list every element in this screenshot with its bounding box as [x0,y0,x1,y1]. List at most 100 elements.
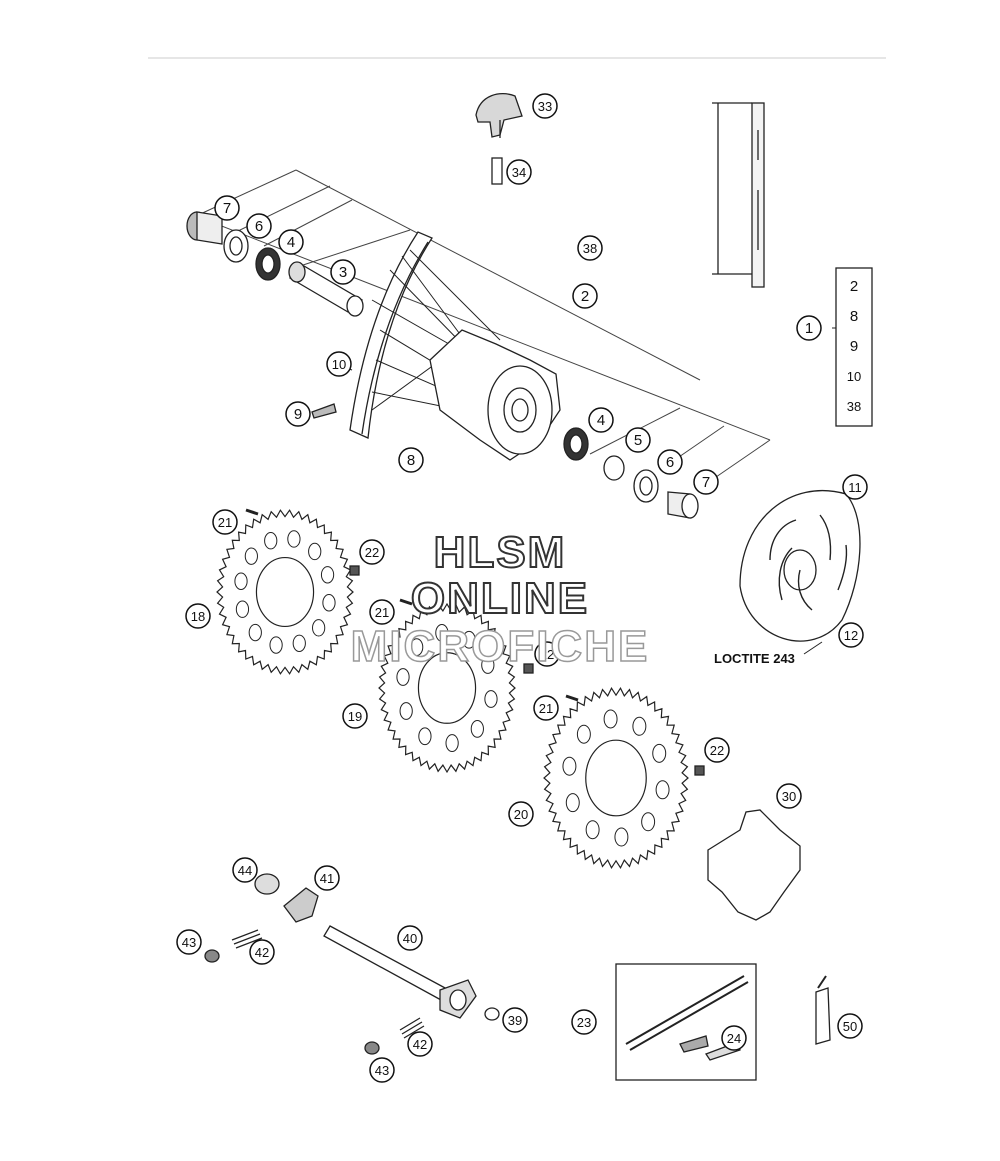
callout-30: 30 [776,783,802,809]
callout-3: 3 [330,259,356,285]
callout-circle [704,737,730,763]
callout-label: 44 [238,863,252,878]
callout-4: 4 [278,229,304,255]
callout-5: 5 [625,427,651,453]
callout-label: 22 [540,647,554,662]
callout-50: 50 [837,1013,863,1039]
sprocket-20 [543,686,689,870]
callout-circle [721,1025,747,1051]
callout-10: 10 [847,369,861,384]
callout-label: 22 [710,743,724,758]
callout-41: 41 [314,865,340,891]
callout-label: 7 [702,474,710,491]
callout-circle [176,929,202,955]
chain-box [615,963,757,1081]
callout-label: 6 [255,218,263,235]
callout-label: 6 [666,454,674,471]
callout-9: 9 [850,338,858,355]
callout-21: 21 [369,599,395,625]
watermark-line1: HLSM [433,527,567,578]
callout-circle [249,939,275,965]
callout-label: 20 [514,807,528,822]
callout-22: 22 [359,539,385,565]
callout-34: 34 [506,159,532,185]
callout-38: 38 [847,399,861,414]
callout-label: 43 [375,1063,389,1078]
callout-38: 38 [577,235,603,261]
callout-33: 33 [532,93,558,119]
callout-24: 24 [721,1025,747,1051]
callout-22: 22 [534,641,560,667]
callout-2: 2 [850,278,858,295]
callout-circle [397,925,423,951]
watermark-line2: ONLINE [410,573,590,624]
callout-43: 43 [369,1057,395,1083]
callout-circle [533,695,559,721]
callout-9: 9 [285,401,311,427]
callout-circle [326,351,352,377]
callout-20: 20 [508,801,534,827]
callout-label: 11 [848,480,862,495]
callout-circle [532,93,558,119]
callout-label: 2 [850,278,858,295]
callout-label: 9 [850,338,858,355]
callout-circle [246,213,272,239]
callout-44: 44 [232,857,258,883]
callout-circle [369,1057,395,1083]
callout-label: 21 [539,701,553,716]
callout-label: 24 [727,1031,741,1046]
callout-circle [838,622,864,648]
kit-bracket [835,267,873,427]
callout-circle [588,407,614,433]
callout-6: 6 [657,449,683,475]
callout-circle [407,1031,433,1057]
callout-label: 30 [782,789,796,804]
callout-circle [693,469,719,495]
callout-label: 43 [182,935,196,950]
callout-label: 9 [294,406,302,423]
callout-7: 7 [693,469,719,495]
callout-label: 19 [348,709,362,724]
sprocket-18 [216,509,354,675]
callout-circle [330,259,356,285]
callout-label: 41 [320,871,334,886]
callout-circle [314,865,340,891]
callout-circle [502,1007,528,1033]
callout-circle [508,801,534,827]
callout-circle [285,401,311,427]
callout-circle [776,783,802,809]
callout-circle [369,599,395,625]
callout-22: 22 [704,737,730,763]
callout-label: 18 [191,609,205,624]
axle-dimension-drawing [712,102,765,288]
callout-circle [185,603,211,629]
callout-21: 21 [533,695,559,721]
callout-circle [232,857,258,883]
callout-7: 7 [214,195,240,221]
callout-label: 4 [597,412,605,429]
callout-10: 10 [326,351,352,377]
callout-40: 40 [397,925,423,951]
callout-circle [212,509,238,535]
callout-label: 8 [407,452,415,469]
callout-label: 5 [634,432,642,449]
callout-label: 42 [413,1037,427,1052]
callout-label: 10 [332,357,346,372]
callout-23: 23 [571,1009,597,1035]
callout-label: 34 [512,165,526,180]
callout-circle [837,1013,863,1039]
valve-cap-part [475,92,523,185]
callout-6: 6 [246,213,272,239]
callout-label: 2 [581,288,589,305]
callout-19: 19 [342,703,368,729]
callout-label: 39 [508,1013,522,1028]
callout-label: 8 [850,308,858,325]
callout-circle [342,703,368,729]
callout-label: 12 [844,628,858,643]
loctite-note: LOCTITE 243 [714,651,795,666]
callout-42: 42 [407,1031,433,1057]
callout-circle [625,427,651,453]
callout-label: 38 [583,241,597,256]
chain-links [625,975,749,1051]
